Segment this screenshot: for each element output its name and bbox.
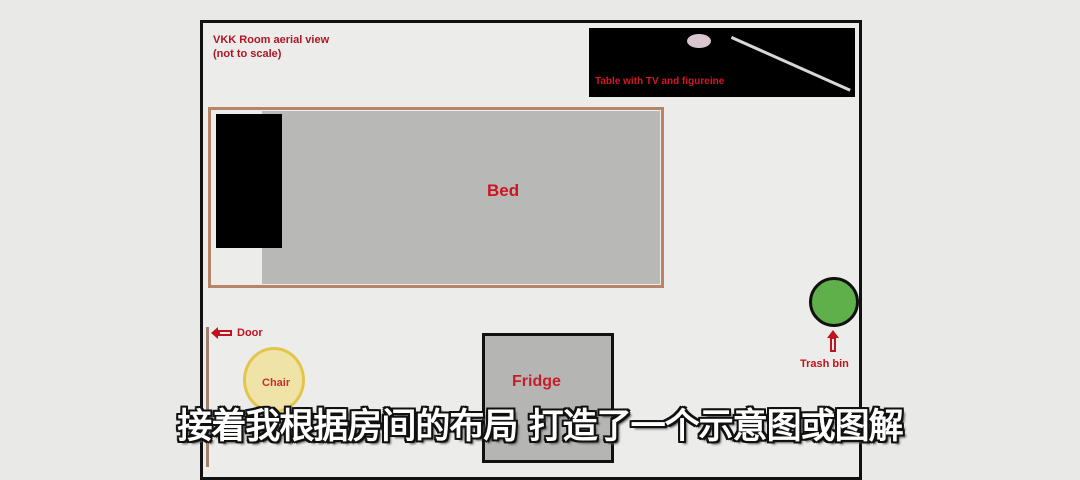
figurine-shape (687, 34, 711, 48)
title-line-1: VKK Room aerial view (213, 34, 330, 46)
chair-label: Chair (262, 377, 291, 389)
chair: Chair (243, 347, 305, 413)
arrow-left-icon (211, 327, 232, 339)
tv-table: Table with TV and figureine (589, 28, 855, 97)
video-subtitle: 接着我根据房间的布局 打造了一个示意图或图解 (177, 407, 903, 447)
title-line-2: (not to scale) (213, 48, 282, 60)
trash-bin (809, 277, 859, 327)
door-label: Door (237, 327, 263, 339)
fridge: Fridge (482, 333, 614, 463)
trash-bin-label: Trash bin (800, 358, 849, 370)
bed-frame: Bed (208, 107, 664, 288)
tv-shape (730, 36, 851, 92)
tv-table-label: Table with TV and figureine (595, 76, 725, 87)
bed-redaction-block (216, 114, 282, 248)
arrow-up-icon (827, 330, 839, 352)
fridge-label: Fridge (512, 373, 561, 390)
bed: Bed (262, 111, 660, 284)
diagram-title: VKK Room aerial view (not to scale) (213, 33, 329, 61)
door (206, 327, 209, 467)
bed-label: Bed (487, 181, 520, 200)
room-outline: VKK Room aerial view (not to scale) Tabl… (200, 20, 862, 480)
